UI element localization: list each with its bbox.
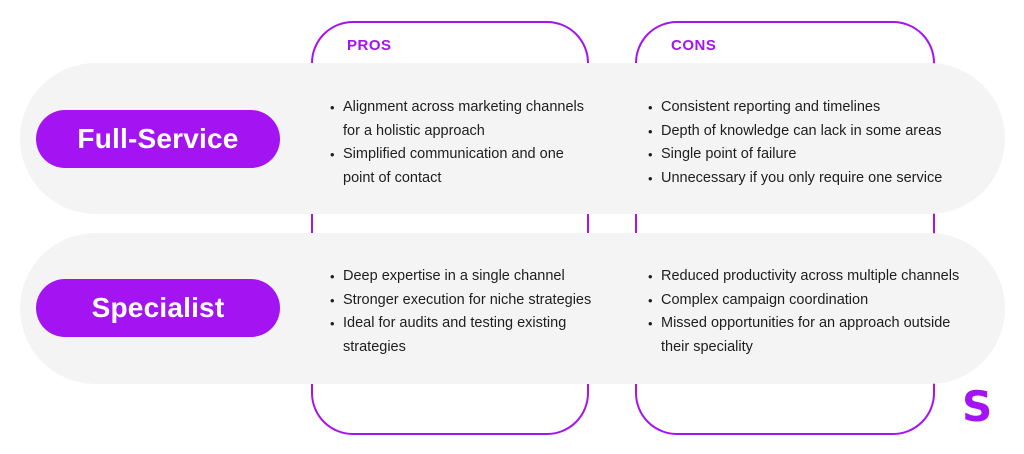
specialist-pros-list: Deep expertise in a single channel Stron…: [328, 265, 623, 359]
full-service-pros-list: Alignment across marketing channels for …: [328, 96, 623, 190]
bullet-item: Deep expertise in a single channel: [328, 265, 623, 289]
specialist-cons-list: Reduced productivity across multiple cha…: [646, 265, 996, 359]
bullet-item: Simplified communication and one point o…: [328, 143, 623, 190]
bullet-item: Alignment across marketing channels for …: [328, 96, 623, 143]
cons-column-outline: CONS: [635, 21, 935, 435]
bullet-item: Missed opportunities for an approach out…: [646, 312, 996, 359]
specialist-pill: Specialist: [36, 279, 280, 337]
bullet-item: Reduced productivity across multiple cha…: [646, 265, 996, 289]
full-service-pill: Full-Service: [36, 110, 280, 168]
bullet-item: Single point of failure: [646, 143, 996, 167]
full-service-cons-list: Consistent reporting and timelines Depth…: [646, 96, 996, 190]
pros-column-outline: PROS: [311, 21, 589, 435]
bullet-item: Consistent reporting and timelines: [646, 96, 996, 120]
bullet-item: Complex campaign coordination: [646, 289, 996, 313]
bullet-item: Ideal for audits and testing existing st…: [328, 312, 623, 359]
pros-column-label: PROS: [347, 37, 392, 54]
bullet-item: Depth of knowledge can lack in some area…: [646, 120, 996, 144]
cons-column-label: CONS: [671, 37, 717, 54]
bullet-item: Stronger execution for niche strategies: [328, 289, 623, 313]
brand-s-logo-icon: S: [962, 382, 993, 431]
bullet-item: Unnecessary if you only require one serv…: [646, 167, 996, 191]
